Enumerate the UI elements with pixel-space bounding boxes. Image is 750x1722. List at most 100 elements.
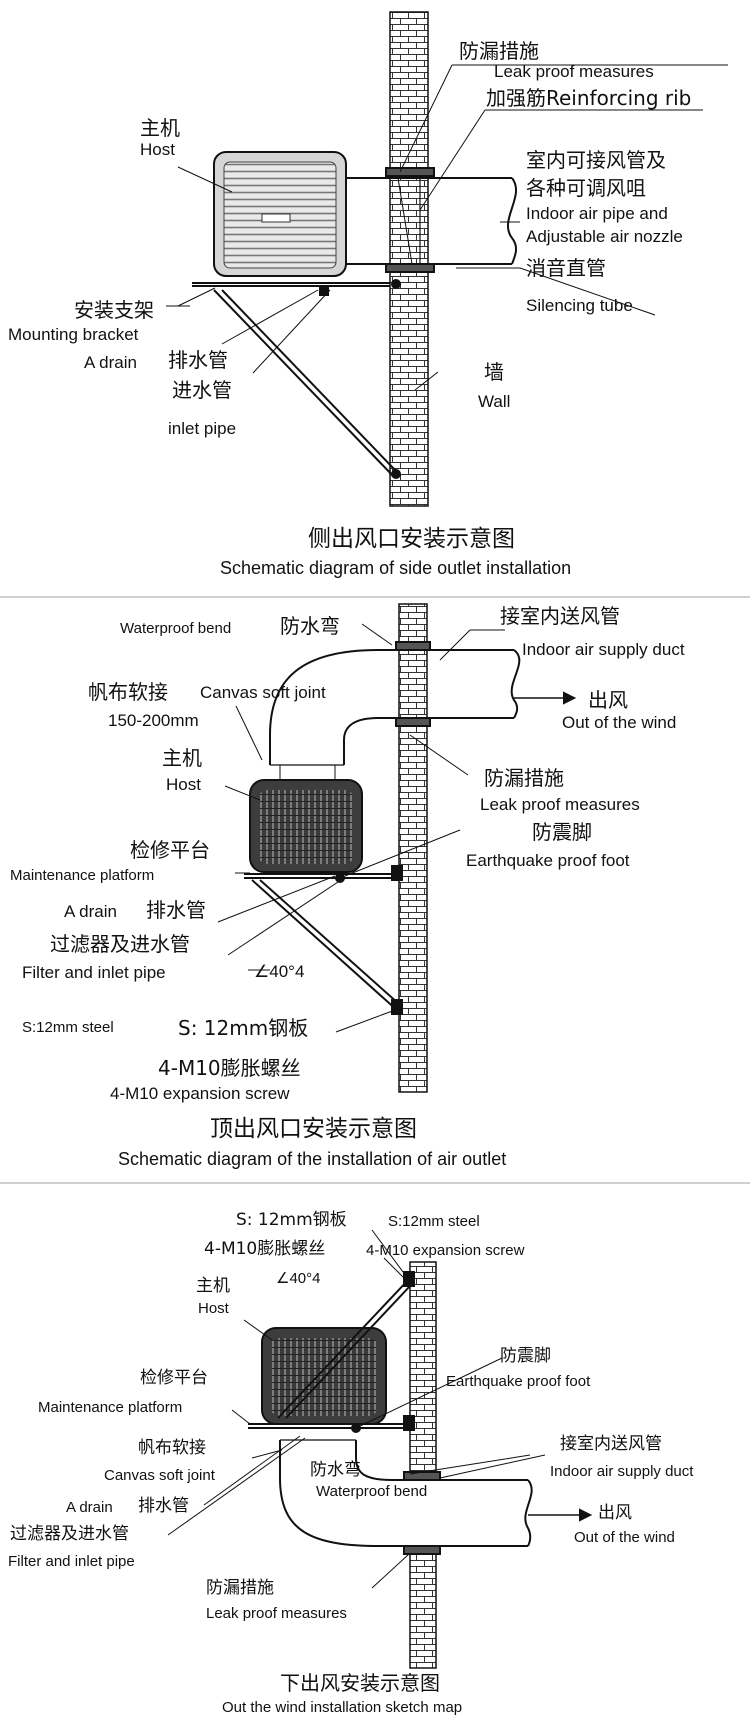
drain-label-en-2: A drain <box>64 902 117 921</box>
platform-label-en-3: Maintenance platform <box>38 1399 183 1416</box>
leak-proof-label-zh-3: 防漏措施 <box>206 1578 274 1598</box>
title-en-3: Out the wind installation sketch map <box>222 1699 463 1716</box>
angle-label-3: ∠40°4 <box>276 1270 321 1287</box>
side-outlet-diagram <box>166 11 728 507</box>
host-label-zh-1: 主机 <box>140 116 180 140</box>
filter-inlet-label-zh-3: 过滤器及进水管 <box>10 1524 129 1544</box>
host-unit-1 <box>213 151 347 277</box>
filter-inlet-label-en-2: Filter and inlet pipe <box>22 963 166 982</box>
inlet-pipe-label-en: inlet pipe <box>168 419 237 438</box>
leader-lines-3 <box>167 1229 546 1589</box>
platform-label-en-2: Maintenance platform <box>10 867 155 884</box>
waterproof-bend-label-zh-3: 防水弯 <box>310 1460 361 1480</box>
indoor-pipe-label-zh-1: 室内可接风管及 <box>526 148 666 172</box>
leak-proof-label-zh-1: 防漏措施 <box>459 39 539 63</box>
wall-1 <box>389 11 429 507</box>
section-divider-2 <box>0 1182 750 1184</box>
drain-label-zh-3: 排水管 <box>138 1496 189 1516</box>
air-duct-1 <box>346 167 518 273</box>
indoor-duct-label-zh-3: 接室内送风管 <box>560 1434 662 1454</box>
elbow-duct-3 <box>279 1439 593 1555</box>
elbow-duct-2 <box>269 641 577 780</box>
drain-label-zh-2: 排水管 <box>146 898 206 922</box>
earthquake-foot-label-en-2: Earthquake proof foot <box>466 851 630 870</box>
upper-brace-3 <box>277 1271 415 1419</box>
reinforcing-rib-label: 加强筋Reinforcing rib <box>486 86 692 110</box>
silencing-tube-label-zh: 消音直管 <box>526 256 606 280</box>
host-label-en-2: Host <box>166 775 201 794</box>
title-zh-2: 顶出风口安装示意图 <box>210 1116 417 1142</box>
canvas-joint-label-zh-3: 帆布软接 <box>138 1438 206 1458</box>
indoor-duct-label-en-2: Indoor air supply duct <box>522 640 685 659</box>
leak-proof-label-en-1: Leak proof measures <box>494 62 654 81</box>
title-zh-3: 下出风安装示意图 <box>280 1671 440 1695</box>
platform-label-zh-2: 检修平台 <box>130 838 210 862</box>
wall-2 <box>398 603 428 1093</box>
indoor-duct-label-zh-2: 接室内送风管 <box>500 604 620 628</box>
wall-3b <box>409 1545 437 1669</box>
waterproof-bend-label-zh-2: 防水弯 <box>280 614 340 638</box>
earthquake-foot-label-zh-3: 防震脚 <box>500 1346 551 1366</box>
canvas-joint-label-zh-2: 帆布软接 <box>88 680 168 704</box>
top-outlet-diagram <box>217 603 577 1093</box>
mounting-bracket-label-zh: 安装支架 <box>74 298 154 322</box>
wall-label-en: Wall <box>478 392 511 411</box>
angle-label-2: ∠40°4 <box>254 962 305 981</box>
mounting-bracket-label-en: Mounting bracket <box>8 325 139 344</box>
air-out-label-zh-3: 出风 <box>598 1503 632 1523</box>
leader-lines-1 <box>166 64 728 391</box>
host-label-en-3: Host <box>198 1300 229 1317</box>
host-unit-3 <box>261 1327 387 1433</box>
leak-proof-label-zh-2: 防漏措施 <box>484 766 564 790</box>
canvas-joint-label-en-2: Canvas soft joint <box>200 683 326 702</box>
screw-label-zh-3: 4-M10膨胀螺丝 <box>204 1239 326 1259</box>
wall-3a <box>409 1261 437 1481</box>
wall-label-zh: 墙 <box>484 360 504 384</box>
platform-label-zh-3: 检修平台 <box>140 1368 208 1388</box>
air-out-label-en-3: Out of the wind <box>574 1529 675 1546</box>
drain-label-zh-1: 排水管 <box>168 348 228 372</box>
platform-3 <box>248 1415 415 1431</box>
air-out-label-en-2: Out of the wind <box>562 713 677 732</box>
title-en-1: Schematic diagram of side outlet install… <box>220 558 572 578</box>
host-label-zh-3: 主机 <box>196 1276 230 1296</box>
silencing-tube-label-en: Silencing tube <box>526 296 633 315</box>
host-label-en-1: Host <box>140 140 175 159</box>
section-divider-1 <box>0 596 750 598</box>
earthquake-foot-label-zh-2: 防震脚 <box>532 820 592 844</box>
steel-label-en-2: S:12mm steel <box>22 1019 114 1036</box>
earthquake-foot-label-en-3: Earthquake proof foot <box>446 1373 591 1390</box>
bottom-outlet-diagram <box>167 1229 593 1669</box>
canvas-joint-label-en-3: Canvas soft joint <box>104 1467 215 1484</box>
indoor-pipe-label-zh-2: 各种可调风咀 <box>526 176 646 200</box>
drain-label-en-3: A drain <box>66 1499 113 1516</box>
steel-label-zh-2: S: 12mm钢板 <box>178 1016 309 1040</box>
steel-label-en-3: S:12mm steel <box>388 1213 480 1230</box>
host-label-zh-2: 主机 <box>162 746 202 770</box>
filter-inlet-label-zh-2: 过滤器及进水管 <box>50 932 190 956</box>
title-en-2: Schematic diagram of the installation of… <box>118 1149 507 1169</box>
inlet-pipe-label-zh: 进水管 <box>172 378 232 402</box>
title-zh-1: 侧出风口安装示意图 <box>308 526 515 552</box>
air-out-label-zh-2: 出风 <box>588 688 628 712</box>
canvas-size-label-2: 150-200mm <box>108 711 199 730</box>
host-unit-2 <box>249 779 363 883</box>
waterproof-bend-label-en-3: Waterproof bend <box>316 1483 428 1500</box>
platform-bracket-2 <box>244 865 403 1015</box>
leak-proof-label-en-2: Leak proof measures <box>480 795 640 814</box>
steel-label-zh-3: S: 12mm钢板 <box>236 1210 347 1230</box>
mounting-bracket-1 <box>192 279 401 479</box>
leak-proof-label-en-3: Leak proof measures <box>206 1605 347 1622</box>
leader-lines-2 <box>217 623 505 1033</box>
screw-label-en-2: 4-M10 expansion screw <box>110 1084 290 1103</box>
indoor-duct-label-en-3: Indoor air supply duct <box>550 1463 694 1480</box>
screw-label-en-3: 4-M10 expansion screw <box>366 1242 525 1259</box>
drain-label-en-1: A drain <box>84 353 137 372</box>
indoor-pipe-label-en-1: Indoor air pipe and <box>526 204 668 223</box>
filter-inlet-label-en-3: Filter and inlet pipe <box>8 1553 135 1570</box>
indoor-pipe-label-en-2: Adjustable air nozzle <box>526 227 683 246</box>
screw-label-zh-2: 4-M10膨胀螺丝 <box>158 1056 301 1080</box>
waterproof-bend-label-en-2: Waterproof bend <box>120 620 232 637</box>
